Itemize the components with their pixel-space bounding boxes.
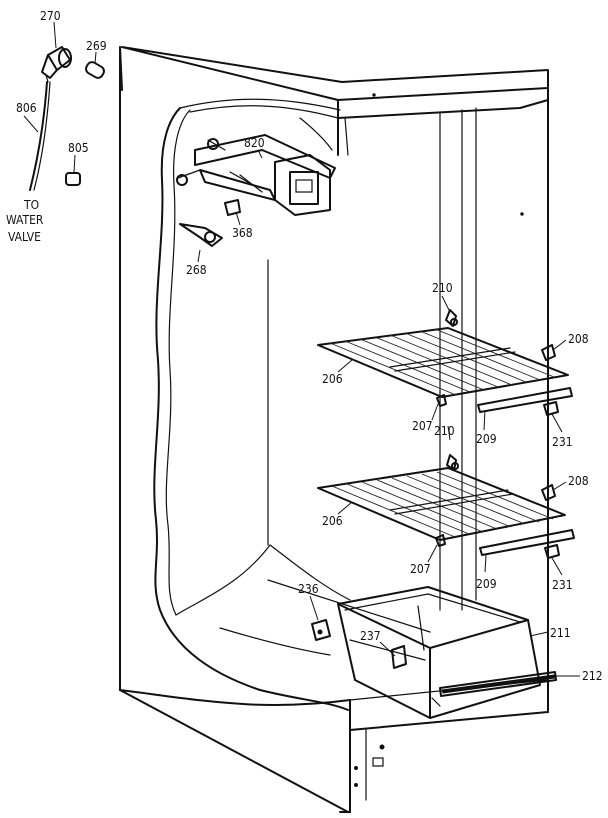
label-368: 368 <box>232 226 253 240</box>
label-269: 269 <box>86 39 107 53</box>
label-231-lower: 231 <box>552 578 573 592</box>
bracket-236 <box>311 619 331 641</box>
label-210-lower: 210 <box>434 424 455 438</box>
label-237: 237 <box>360 629 381 643</box>
leader-lines <box>23 21 580 677</box>
clip-207-upper <box>436 394 447 407</box>
label-211: 211 <box>550 626 571 640</box>
clip-231-lower <box>544 544 560 559</box>
clip-208-upper <box>541 344 556 361</box>
shelf-trim-209-lower <box>479 529 575 556</box>
clip-210-upper <box>445 309 458 327</box>
label-212: 212 <box>582 669 603 683</box>
nut-805 <box>65 172 81 186</box>
label-207-lower: 207 <box>410 562 431 576</box>
shutoff-arm-268 <box>179 223 223 247</box>
label-valve: VALVE <box>8 230 41 244</box>
label-207-upper: 207 <box>412 419 433 433</box>
label-270: 270 <box>40 9 61 23</box>
label-231-upper: 231 <box>552 435 573 449</box>
label-268: 268 <box>186 263 207 277</box>
shelf-trim-209-upper <box>477 387 573 413</box>
bracket-368 <box>224 199 241 216</box>
label-820: 820 <box>244 136 265 150</box>
speck <box>372 93 376 97</box>
bin-trim-212 <box>439 671 557 697</box>
label-water: WATER <box>6 213 44 227</box>
label-806: 806 <box>16 101 37 115</box>
label-206-upper: 206 <box>322 372 343 386</box>
part-labels: 270 269 806 805 TO WATER VALVE 820 368 2… <box>6 9 603 683</box>
label-206-lower: 206 <box>322 514 343 528</box>
label-to: TO <box>23 198 39 212</box>
clip-237 <box>391 645 407 669</box>
clip-208-lower <box>541 484 556 501</box>
clip-231-upper <box>543 401 559 416</box>
label-208-lower: 208 <box>568 474 589 488</box>
speck <box>520 212 524 216</box>
clip-210-lower <box>446 454 459 471</box>
shelf-upper-206 <box>317 327 569 398</box>
ice-maker-assembly <box>176 134 336 216</box>
water-fitting-270 <box>41 46 72 83</box>
label-209-lower: 209 <box>476 577 497 591</box>
label-236: 236 <box>298 582 319 596</box>
tube-269 <box>85 61 105 79</box>
water-tube-806 <box>29 81 51 191</box>
clip-207-lower <box>435 534 446 547</box>
shelf-lower-206 <box>317 467 566 541</box>
label-208-upper: 208 <box>568 332 589 346</box>
bin-211 <box>337 586 541 719</box>
label-210-upper: 210 <box>432 281 453 295</box>
label-805: 805 <box>68 141 89 155</box>
label-209-upper: 209 <box>476 432 497 446</box>
